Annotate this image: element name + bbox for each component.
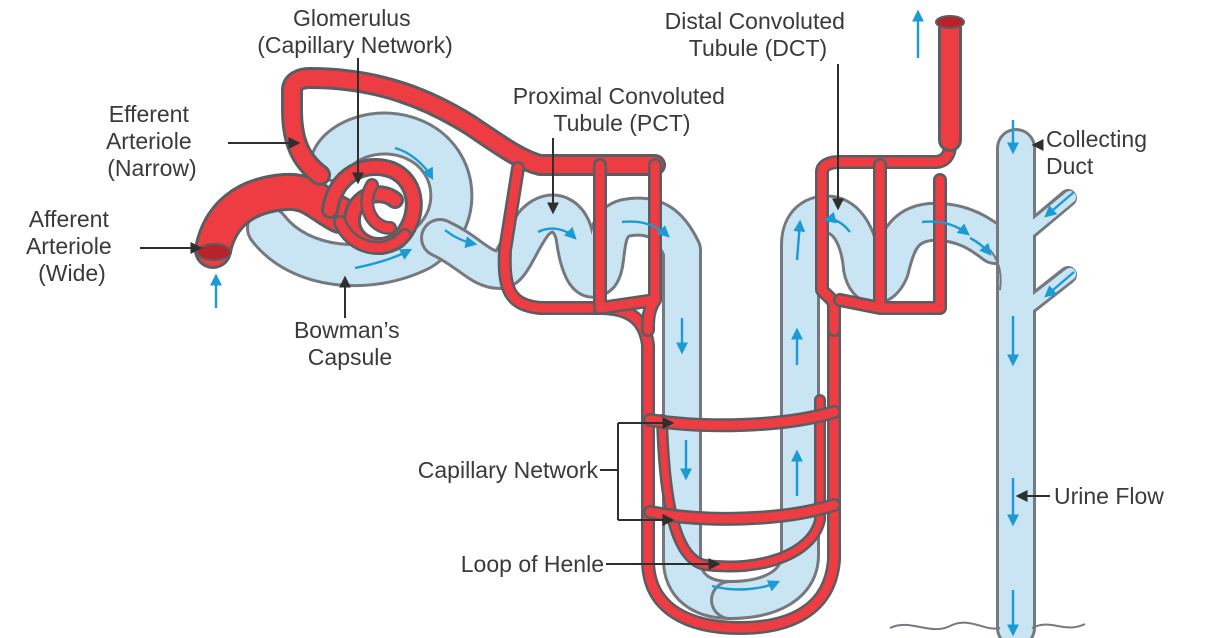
- label-glomerulus: Glomerulus (Capillary Network): [257, 5, 453, 58]
- label-bowmans-capsule: Bowman’s Capsule: [294, 317, 406, 370]
- duct-base-line: [890, 623, 1085, 629]
- vein-opening: [936, 16, 964, 28]
- label-urine-flow: Urine Flow: [1054, 483, 1164, 509]
- label-afferent-arteriole: Afferent Arteriole (Wide): [26, 206, 118, 286]
- label-loop-of-henle: Loop of Henle: [461, 551, 604, 577]
- label-pct: Proximal Convoluted Tubule (PCT): [513, 83, 732, 136]
- leader-capillary-network: [600, 423, 618, 520]
- afferent-opening: [197, 244, 231, 260]
- label-collecting-duct: Collecting Duct: [1046, 126, 1153, 179]
- label-efferent-arteriole: Efferent Arteriole (Narrow): [106, 101, 198, 181]
- label-capillary-network: Capillary Network: [418, 457, 599, 483]
- label-dct: Distal Convoluted Tubule (DCT): [665, 8, 852, 61]
